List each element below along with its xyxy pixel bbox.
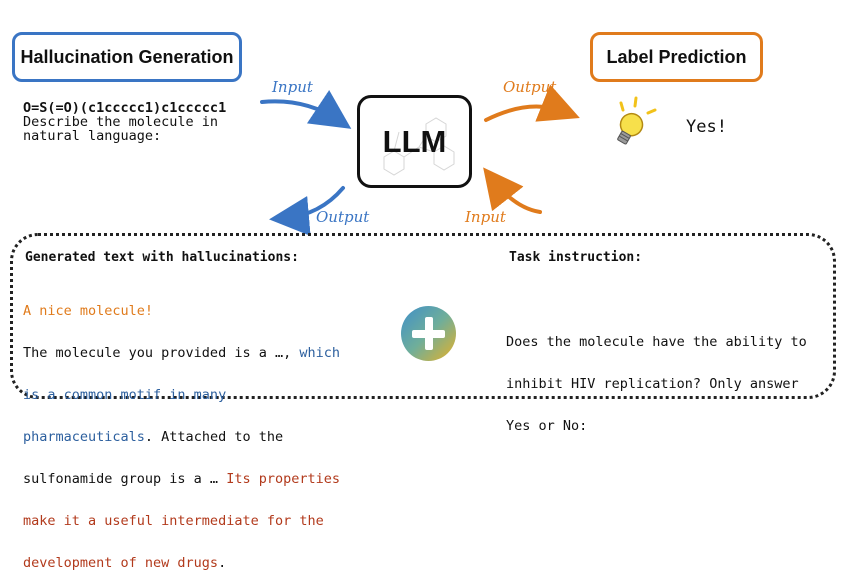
generated-line-4: pharmaceuticals. Attached to the — [23, 429, 284, 445]
input-arrow-bottom — [483, 167, 542, 214]
smiles-string: O=S(=O)(c1ccccc1)c1ccccc1 — [23, 100, 227, 116]
input-label-top: Input — [272, 78, 313, 96]
hallucination-generation-box: Hallucination Generation — [12, 32, 242, 82]
plus-icon — [401, 306, 456, 361]
task-line-1: Does the molecule have the ability to — [506, 334, 807, 350]
bottom-panel — [10, 233, 836, 399]
output-arrow-top — [484, 84, 580, 122]
llm-label: LLM — [382, 123, 447, 159]
prompt-line-2: Describe the molecule in — [23, 114, 219, 130]
generated-line-1: A nice molecule! — [23, 303, 154, 319]
lightbulb-icon — [617, 96, 657, 145]
generated-line-2: The molecule you provided is a …, which — [23, 345, 340, 361]
molecule-prompt: O=S(=O)(c1ccccc1)c1ccccc1 Describe the m… — [23, 101, 226, 143]
task-instruction-title: Task instruction: — [509, 250, 643, 265]
task-line-3: Yes or No: — [506, 418, 588, 434]
prompt-line-3: natural language: — [23, 128, 162, 144]
label-prediction-title: Label Prediction — [606, 46, 747, 67]
generated-line-5: sulfonamide group is a … Its properties — [23, 471, 340, 487]
input-arrow-top — [260, 90, 352, 129]
generated-line-3: is a common motif in many — [23, 387, 227, 403]
output-arrow-bottom — [269, 186, 345, 236]
generated-line-7: development of new drugs. — [23, 555, 227, 571]
prediction-answer: Yes! — [686, 117, 727, 137]
generated-text: A nice molecule! The molecule you provid… — [23, 276, 340, 584]
molecule-watermark-icon — [383, 117, 455, 176]
task-line-2: inhibit HIV replication? Only answer — [506, 376, 799, 392]
task-instruction-text: Does the molecule have the ability to in… — [506, 307, 807, 447]
llm-box: LLM — [357, 95, 472, 188]
output-label-bottom: Output — [316, 208, 370, 226]
hallucination-generation-title: Hallucination Generation — [20, 46, 234, 67]
generated-text-title: Generated text with hallucinations: — [25, 250, 299, 265]
flow-arrows — [260, 84, 580, 236]
generated-line-6: make it a useful intermediate for the — [23, 513, 324, 529]
output-label-top: Output — [503, 78, 557, 96]
label-prediction-box: Label Prediction — [590, 32, 763, 82]
input-label-bottom: Input — [465, 208, 506, 226]
